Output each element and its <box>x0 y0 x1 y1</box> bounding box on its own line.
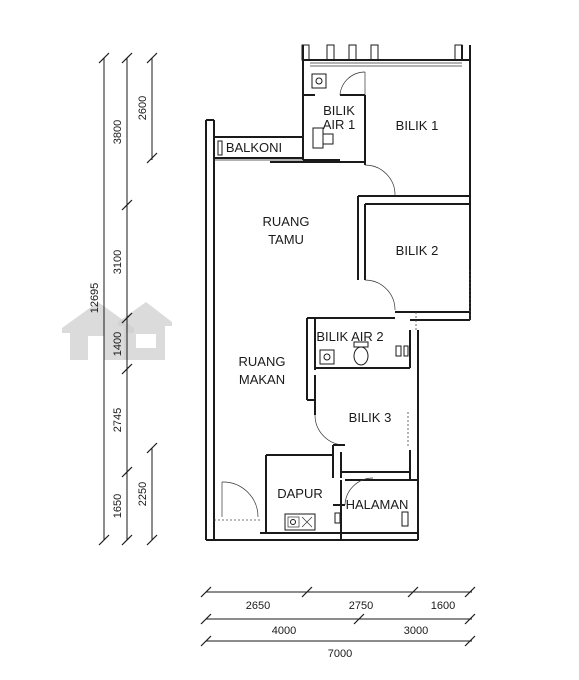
dim-horizontal-row2-2: 3000 <box>404 625 428 637</box>
bedroom-partitions <box>357 164 471 330</box>
dim-horizontal-row1-1: 2650 <box>246 600 270 612</box>
dim-vertical-left-5: 1650 <box>112 494 124 518</box>
room-label-bilik-3: BILIK 3 <box>349 410 392 425</box>
bilik-3 <box>307 375 418 481</box>
room-label-bilik-2: BILIK 2 <box>396 243 439 258</box>
house-watermark-icon <box>62 302 172 360</box>
bilik-air-1 <box>303 71 366 165</box>
dim-vertical-left-4: 2745 <box>112 408 124 432</box>
room-label-ruang-makan-line1: RUANG <box>239 354 286 369</box>
horizontal-dimension-lines <box>200 586 476 647</box>
room-label-bilik-air-2: BILIK AIR 2 <box>316 329 383 344</box>
dim-vertical-overall: 12695 <box>89 283 101 314</box>
dim-vertical-left-3: 1400 <box>112 332 124 356</box>
room-label-bilik-air-1-line1: BILIK <box>323 103 355 118</box>
room-label-ruang-tamu-line2: TAMU <box>268 232 304 247</box>
kitchen-area <box>214 454 409 540</box>
balkoni-area <box>214 136 365 163</box>
dim-vertical-left-1: 3800 <box>112 120 124 144</box>
bilik-air-2 <box>306 317 419 540</box>
room-label-bilik-air-1-line2: AIR 1 <box>323 117 356 132</box>
dim-vertical-right-2: 2250 <box>137 482 149 506</box>
dim-horizontal-overall: 7000 <box>328 648 352 660</box>
dim-horizontal-row1-2: 2750 <box>349 600 373 612</box>
dim-horizontal-row2-1: 4000 <box>272 625 296 637</box>
room-label-bilik-1: BILIK 1 <box>396 118 439 133</box>
vertical-dimension-lines <box>98 52 158 546</box>
dim-vertical-left-2: 3100 <box>112 250 124 274</box>
room-label-ruang-tamu-line1: RUANG <box>263 214 310 229</box>
dim-horizontal-row1-3: 1600 <box>431 600 455 612</box>
room-label-dapur: DAPUR <box>277 486 323 501</box>
room-label-ruang-makan-line2: MAKAN <box>239 372 285 387</box>
room-label-halaman: HALAMAN <box>346 497 409 512</box>
room-label-balkoni: BALKONI <box>226 140 282 155</box>
dim-vertical-right-1: 2600 <box>137 96 149 120</box>
outer-walls <box>205 44 471 541</box>
